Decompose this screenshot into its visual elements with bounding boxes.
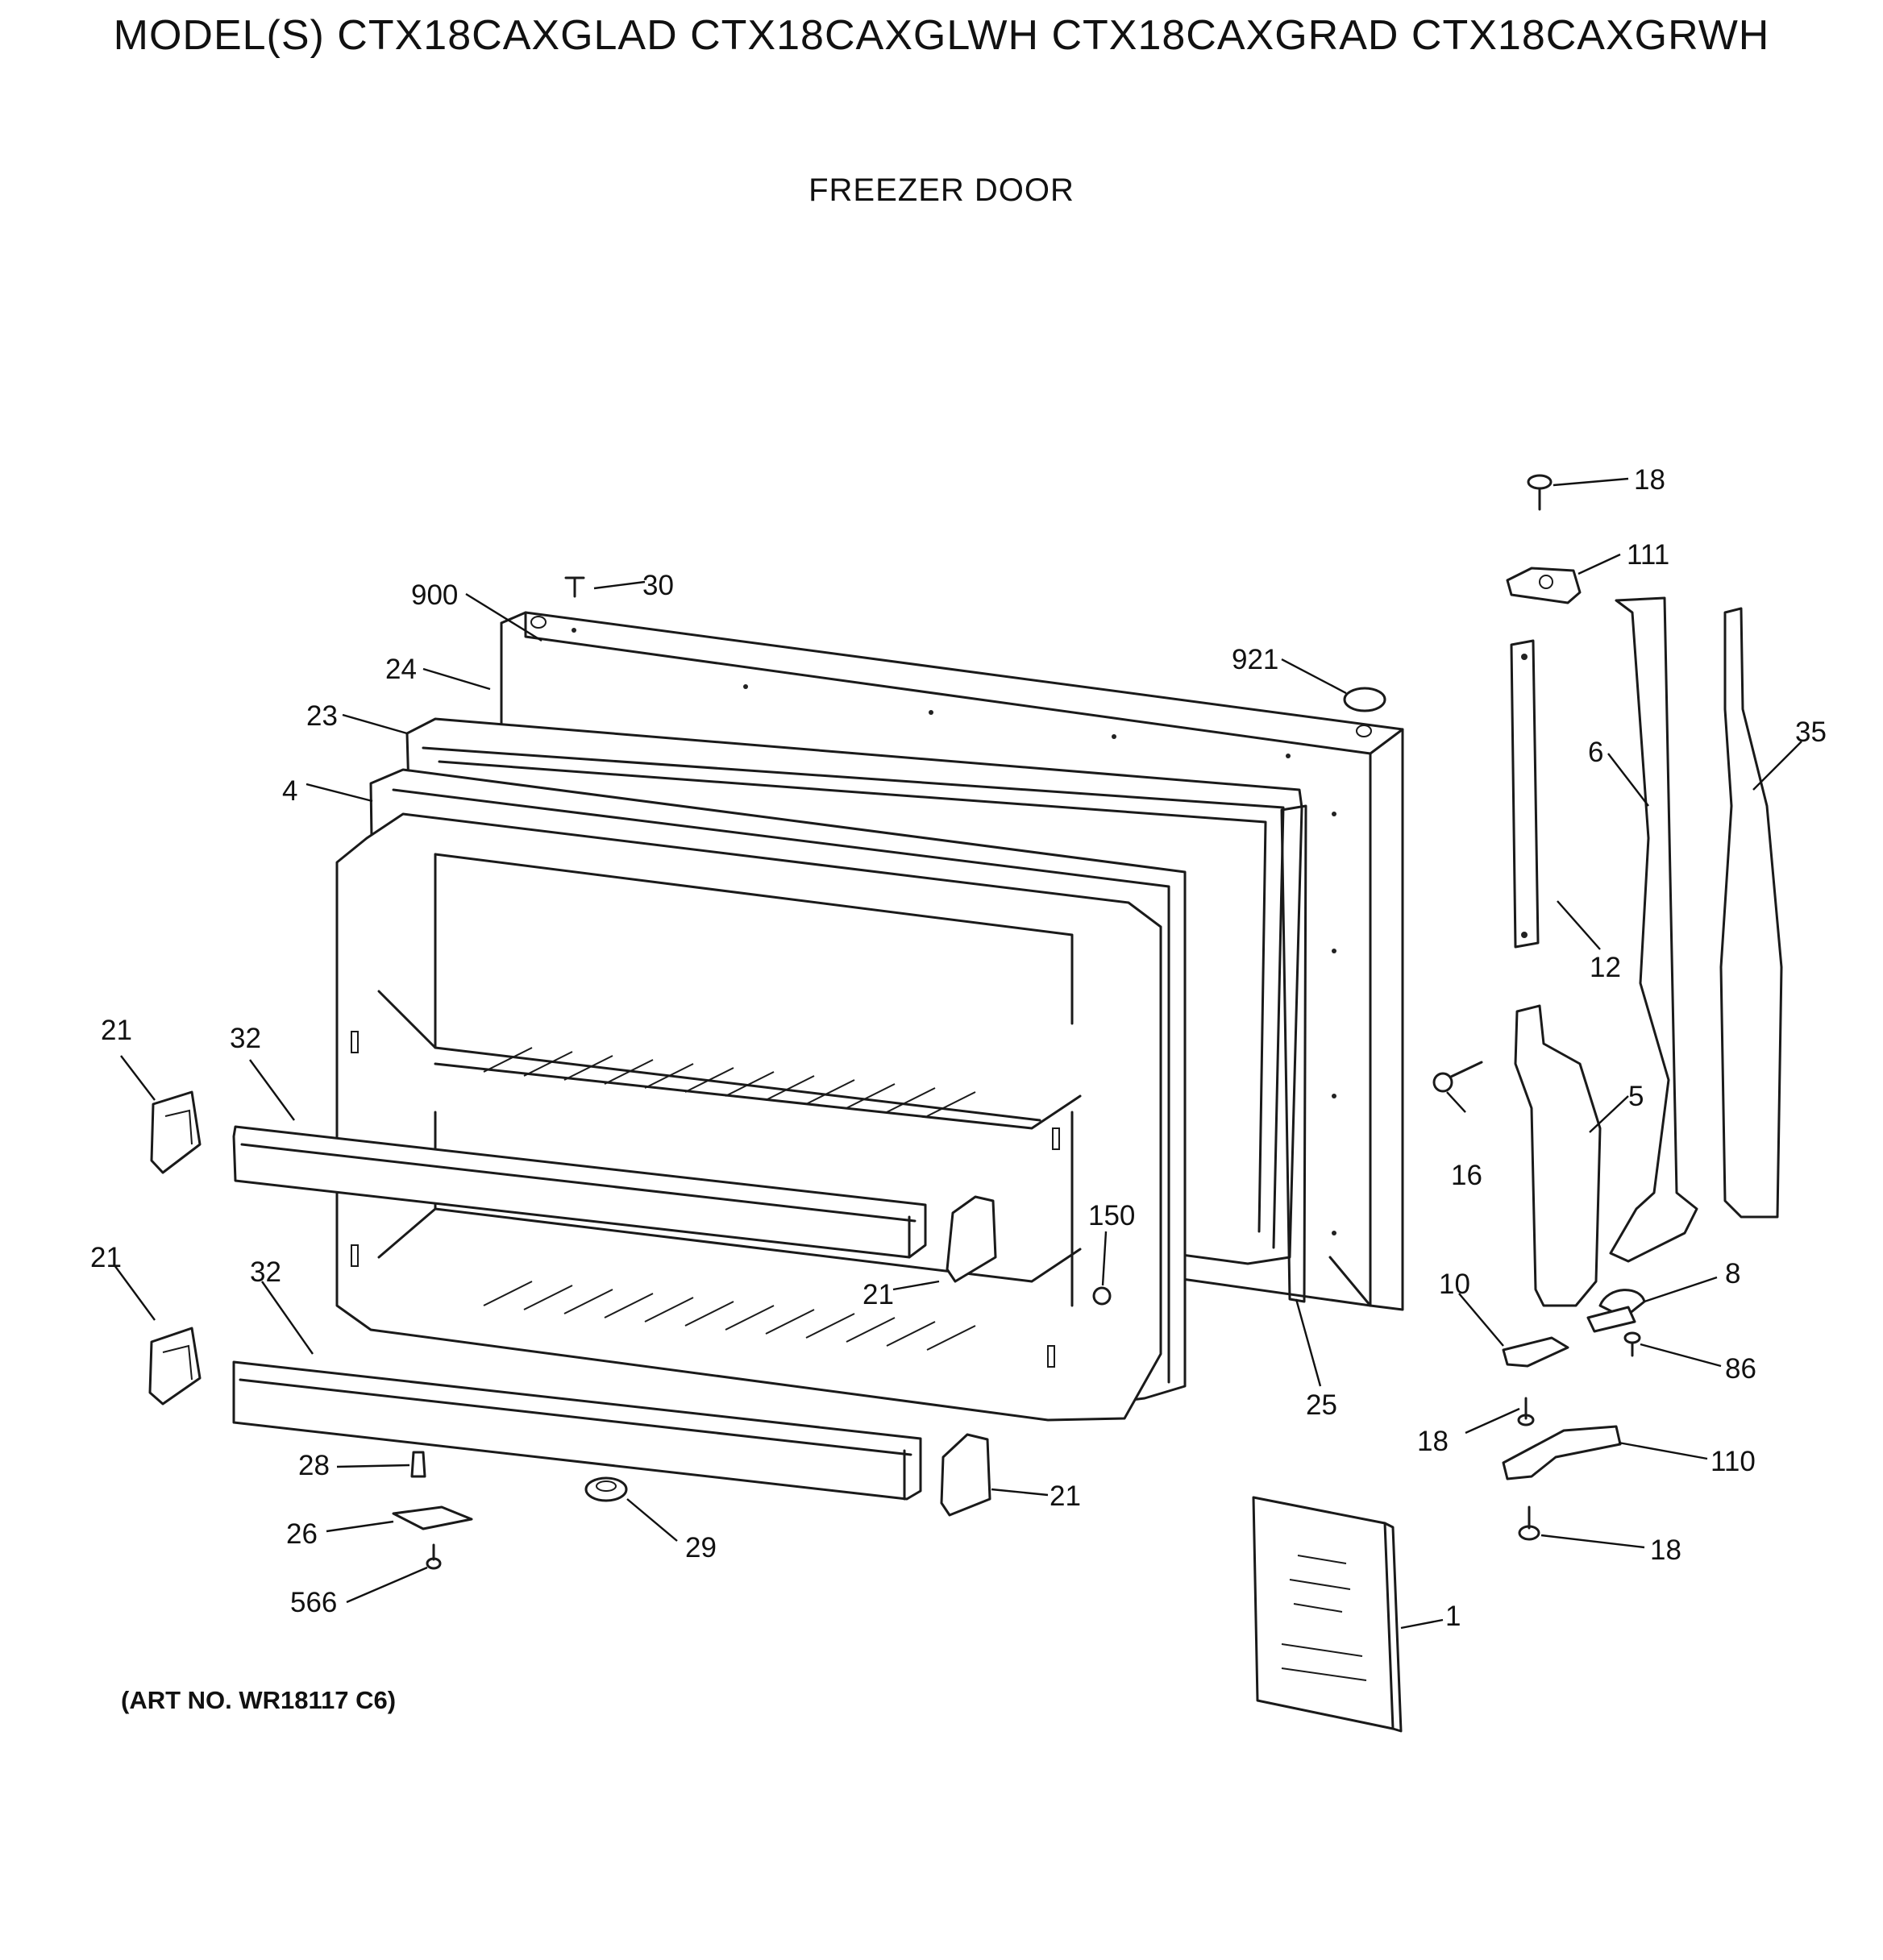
gasket-strip (1280, 804, 1307, 1303)
callout-18-bottom: 18 (1650, 1534, 1681, 1566)
callout-1: 1 (1445, 1601, 1461, 1632)
callout-30: 30 (642, 570, 674, 601)
callout-21-right-upper: 21 (863, 1279, 894, 1310)
callout-28: 28 (298, 1450, 330, 1481)
shelf-end-cap-right-upper (946, 1195, 997, 1283)
callout-29: 29 (685, 1532, 717, 1563)
leader-lines (114, 477, 1802, 1630)
callout-111: 111 (1627, 539, 1669, 571)
callout-921: 921 (1232, 644, 1278, 675)
callout-86: 86 (1725, 1353, 1756, 1385)
callout-566: 566 (290, 1587, 337, 1618)
callout-4: 4 (282, 775, 297, 807)
callout-21-left-lower: 21 (90, 1242, 122, 1273)
callout-110: 110 (1710, 1446, 1756, 1477)
manual-book (1252, 1496, 1403, 1733)
hinge-pin-top (1527, 474, 1553, 511)
plug-921 (1343, 687, 1386, 712)
callout-21-left-upper: 21 (101, 1015, 132, 1046)
handle-cover (1719, 607, 1783, 1219)
callout-24: 24 (385, 654, 417, 685)
callout-900: 900 (411, 579, 458, 611)
callout-8: 8 (1725, 1258, 1740, 1289)
callout-18-mid: 18 (1417, 1426, 1449, 1457)
callout-6: 6 (1588, 737, 1603, 768)
hinge-plate-26 (392, 1505, 473, 1530)
top-hinge (1506, 567, 1582, 604)
callout-21-right-lower: 21 (1050, 1480, 1081, 1512)
callout-150: 150 (1088, 1200, 1135, 1231)
shelf-bar-upper (232, 1125, 927, 1259)
hinge-pin-18-mid (1517, 1397, 1535, 1426)
section-title: FREEZER DOOR (808, 172, 1075, 208)
screw-86 (1623, 1331, 1641, 1357)
callout-16: 16 (1451, 1160, 1482, 1191)
model-list-title: MODEL(S) CTX18CAXGLAD CTX18CAXGLWH CTX18… (113, 12, 1770, 59)
shelf-bar-lower (232, 1360, 922, 1501)
callout-32-lower: 32 (250, 1256, 281, 1288)
callout-10: 10 (1439, 1269, 1470, 1300)
callout-35: 35 (1795, 716, 1827, 748)
bottom-hinge-cover-10 (1502, 1336, 1569, 1368)
handle-trim (1609, 596, 1698, 1263)
stop-8 (1586, 1289, 1646, 1333)
callout-26: 26 (286, 1518, 318, 1550)
callout-23: 23 (306, 700, 338, 732)
art-number: (ART NO. WR18117 C6) (121, 1686, 397, 1714)
callout-25: 25 (1306, 1389, 1337, 1421)
shelf-end-cap-left-lower (148, 1327, 202, 1406)
callout-5: 5 (1628, 1081, 1644, 1112)
bottom-hinge-110 (1502, 1425, 1622, 1480)
screw-566 (426, 1543, 442, 1570)
callout-18-top: 18 (1634, 464, 1665, 496)
callout-labels: 18 111 30 900 921 24 23 4 35 6 12 21 32 … (90, 464, 1827, 1632)
screw-16 (1432, 1061, 1483, 1093)
hinge-bar (1510, 639, 1540, 949)
shelf-end-cap-right-lower (940, 1433, 991, 1517)
callout-12: 12 (1590, 952, 1621, 983)
shelf-end-cap-left-upper (150, 1090, 202, 1174)
door-liner (335, 812, 1162, 1422)
door-stop-bracket (1514, 1004, 1602, 1307)
screw-30 (564, 576, 585, 598)
screw-150 (1092, 1286, 1112, 1306)
button-29 (584, 1476, 628, 1502)
hinge-pin-18-bottom (1518, 1505, 1540, 1541)
hinge-pin-28 (410, 1451, 426, 1478)
callout-32-upper: 32 (230, 1023, 261, 1054)
